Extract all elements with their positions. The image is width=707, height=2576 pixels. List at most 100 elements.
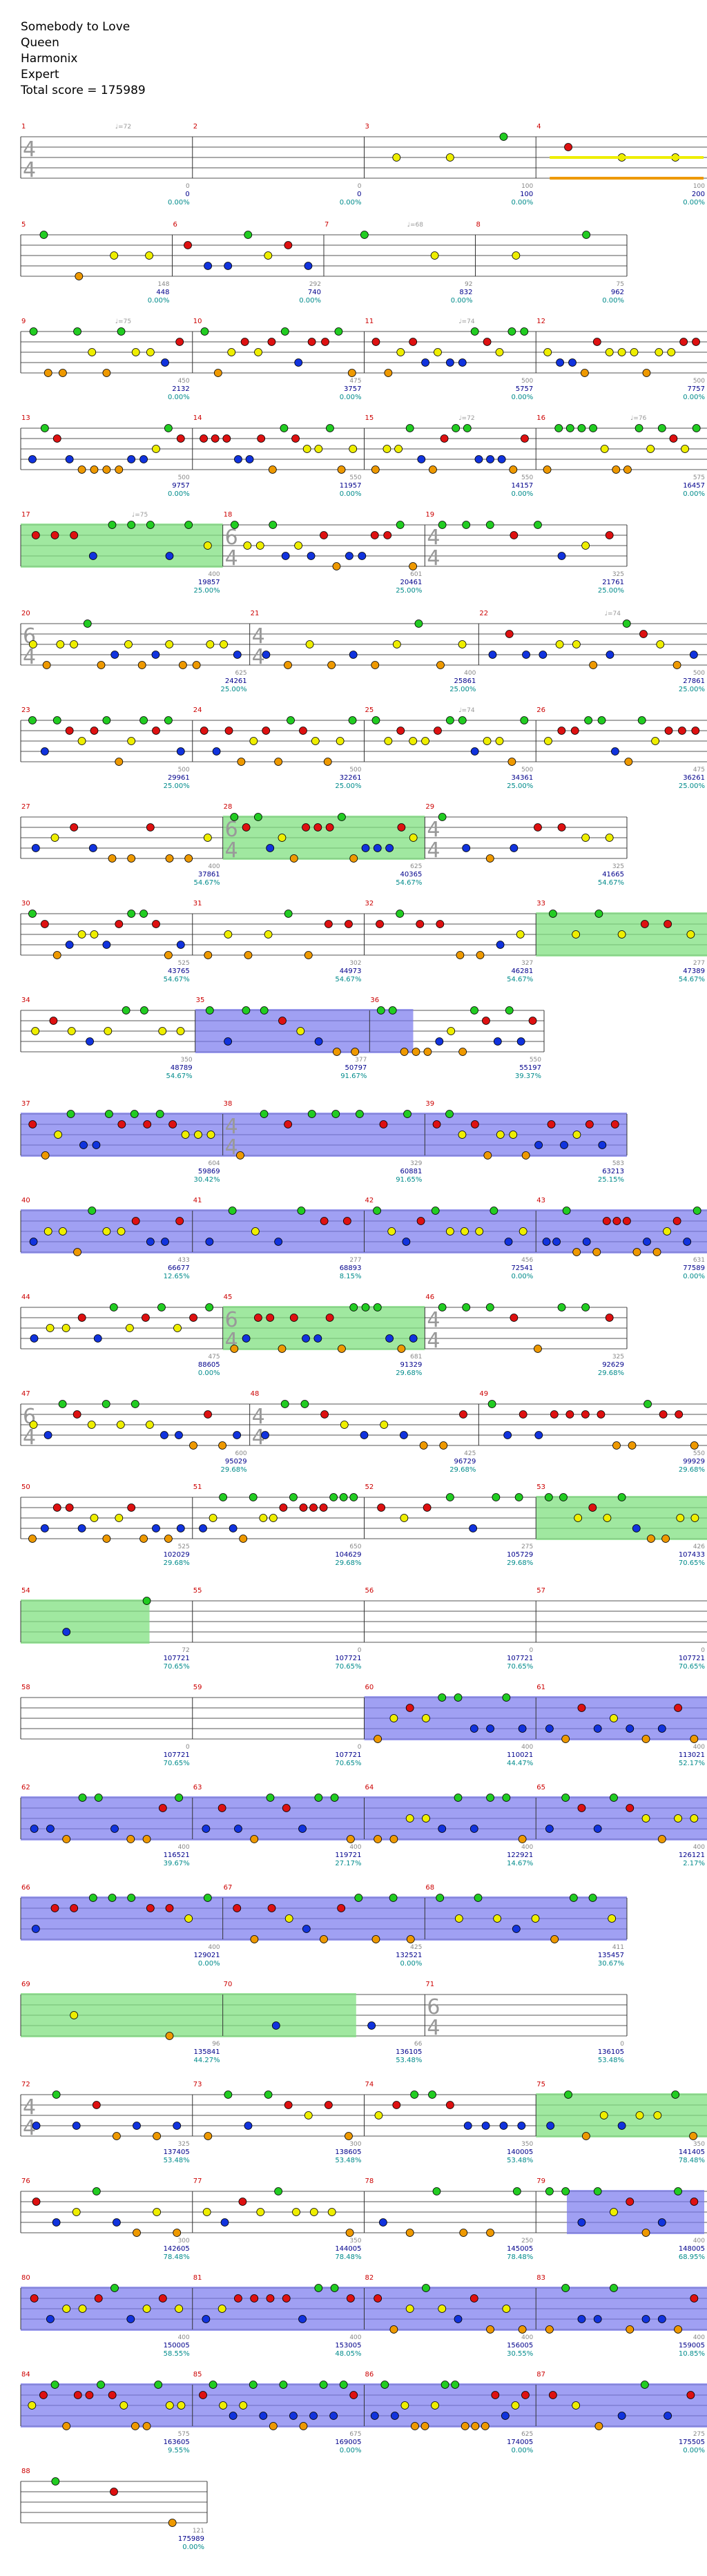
note-gem <box>599 2111 608 2120</box>
note-gem <box>234 1825 242 1833</box>
note-gem <box>176 1524 185 1532</box>
note-gem <box>430 251 439 260</box>
measure-number: 52 <box>365 1483 374 1491</box>
measure-number: 45 <box>224 1294 233 1301</box>
note-gem <box>209 2381 217 2389</box>
note-gem <box>657 2315 666 2323</box>
note-gem <box>361 844 370 852</box>
note-gem <box>102 716 111 724</box>
note-gem <box>434 348 442 356</box>
measure-number: 64 <box>365 1784 374 1791</box>
note-gem <box>307 552 316 560</box>
note-gem <box>127 1894 136 1902</box>
note-gem <box>274 1238 283 1246</box>
note-gem <box>330 2284 339 2292</box>
measure-number: 37 <box>21 1100 30 1108</box>
solo-section <box>21 1896 627 1941</box>
note-gem <box>557 823 566 832</box>
note-gem <box>346 2294 355 2303</box>
note-gem <box>70 823 79 832</box>
note-gem <box>371 338 380 346</box>
note-gem <box>206 1131 215 1139</box>
measure-note-score: 583 <box>612 1160 624 1167</box>
measure-note-score: 325 <box>612 571 624 578</box>
measure-number: 73 <box>193 2081 202 2088</box>
time-signature-top: 4 <box>427 1308 440 1332</box>
measure-note-score: 500 <box>349 767 361 773</box>
note-gem <box>612 1441 621 1450</box>
note-gem <box>200 727 209 735</box>
note-gem <box>565 1410 574 1419</box>
measure-number: 88 <box>21 2468 30 2475</box>
note-gem <box>447 1027 456 1035</box>
note-gem <box>544 1493 553 1501</box>
note-gem <box>592 1248 601 1256</box>
note-gem <box>274 2187 283 2195</box>
note-gem <box>582 1238 591 1246</box>
note-gem <box>142 2305 151 2313</box>
measure-note-score: 400 <box>693 1744 705 1751</box>
note-gem <box>507 758 516 766</box>
note-gem <box>77 930 86 939</box>
note-gem <box>371 1935 380 1943</box>
note-gem <box>598 1141 607 1149</box>
overdrive-percent: 39.67% <box>164 1860 190 1867</box>
time-signature-top: 4 <box>23 2095 36 2120</box>
cumulative-score: 72541 <box>511 1265 533 1272</box>
measure-note-score: 277 <box>349 1257 361 1264</box>
time-signature-top: 4 <box>427 526 440 550</box>
note-gem <box>282 1804 291 1812</box>
note-gem <box>409 834 418 842</box>
note-gem <box>46 2315 55 2323</box>
measure-note-score: 450 <box>178 378 190 385</box>
cumulative-score: 0 <box>185 191 189 198</box>
note-gem <box>681 445 689 453</box>
note-gem <box>304 262 313 270</box>
note-gem <box>690 1735 699 1743</box>
measure-number: 46 <box>425 1294 434 1301</box>
note-gem <box>211 434 220 443</box>
note-gem <box>204 1410 212 1419</box>
note-gem <box>330 1794 339 1802</box>
note-gem <box>77 1314 86 1322</box>
time-signature-top: 4 <box>225 1115 238 1139</box>
note-gem <box>168 2519 177 2527</box>
note-gem <box>651 737 660 745</box>
cumulative-score: 27861 <box>683 677 705 685</box>
note-gem <box>436 920 445 928</box>
note-gem <box>545 2325 554 2334</box>
note-gem <box>588 1503 597 1512</box>
measure-note-score: 250 <box>521 2238 533 2245</box>
note-gem <box>431 2401 439 2410</box>
note-gem <box>355 1110 364 1118</box>
note-gem <box>400 1048 409 1056</box>
overdrive-percent: 78.48% <box>335 2253 361 2261</box>
measure-note-score: 575 <box>693 474 705 481</box>
note-gem <box>405 2229 414 2237</box>
note-gem <box>302 1334 310 1343</box>
note-gem <box>342 1217 351 1225</box>
note-gem <box>31 531 40 539</box>
note-gem <box>284 1120 293 1128</box>
time-signature-bottom: 4 <box>252 1425 265 1450</box>
measure-note-score: 631 <box>693 1257 705 1264</box>
measure-number: 3 <box>365 123 369 131</box>
note-gem <box>389 1835 398 1843</box>
note-gem <box>289 2412 298 2420</box>
measure-number: 29 <box>425 803 434 811</box>
measure-number: 28 <box>224 803 233 811</box>
note-gem <box>686 930 695 939</box>
staff-row: 1350097570.00%14550119570.00%15♩=7255014… <box>20 414 707 498</box>
cumulative-score: 60881 <box>400 1168 423 1175</box>
measure-note-score: 300 <box>178 2238 190 2245</box>
staff-row: 7630014260578.48%7735014400578.48%782501… <box>20 2178 707 2261</box>
note-gem <box>589 661 598 669</box>
overdrive-percent: 0.00% <box>168 199 190 206</box>
measure-note-score: 92 <box>465 281 472 288</box>
note-gem <box>585 1120 594 1128</box>
note-gem <box>92 2101 101 2109</box>
note-gem <box>175 338 184 346</box>
note-gem <box>474 1894 483 1902</box>
note-gem <box>119 2401 128 2410</box>
note-gem <box>299 727 307 735</box>
